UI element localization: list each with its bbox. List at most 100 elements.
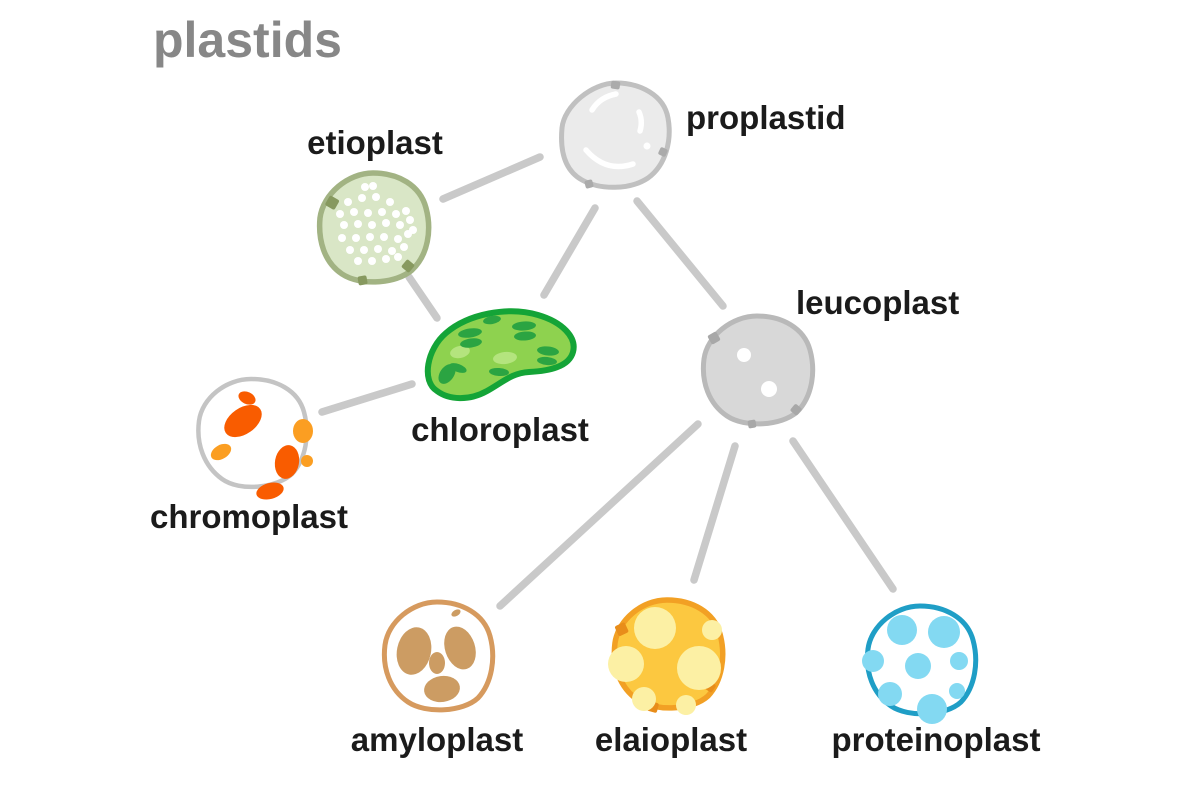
etioplast-dot	[354, 257, 362, 265]
proplastid-rim-notch	[610, 80, 621, 90]
edge-leucoplast-amyloplast	[496, 420, 702, 610]
etioplast-dot	[364, 209, 372, 217]
proplastid-highlight	[589, 91, 619, 113]
proplastid-highlight	[583, 147, 636, 170]
proteinoplast-protein-body	[862, 650, 884, 672]
node-chromoplast: chromoplast	[150, 376, 348, 535]
proteinoplast-protein-body	[950, 652, 968, 670]
etioplast-dot	[350, 208, 358, 216]
chromoplast-pigment-blob	[256, 482, 284, 500]
leucoplast-rim-notch	[707, 331, 721, 345]
proplastid-rim-notch	[584, 179, 594, 189]
elaioplast-oil-droplet	[677, 646, 721, 690]
etioplast-rim-notch	[325, 195, 339, 210]
leucoplast-rim-notch	[790, 404, 802, 416]
node-leucoplast: leucoplast	[700, 284, 959, 429]
etioplast-dot	[346, 246, 354, 254]
etioplast-dot	[340, 221, 348, 229]
amyloplast-starch-grain	[396, 627, 432, 675]
proteinoplast-protein-body	[878, 682, 902, 706]
etioplast-dot	[366, 233, 374, 241]
chloroplast-granum	[460, 338, 482, 348]
node-proteinoplast: proteinoplast	[831, 603, 1041, 758]
leucoplast-body	[700, 313, 816, 427]
edge-leucoplast-proteinoplast	[789, 437, 897, 593]
leucoplast-dot	[737, 348, 751, 362]
etioplast-dot	[361, 183, 369, 191]
etioplast-dot	[386, 198, 394, 206]
chloroplast-granum	[512, 321, 536, 331]
chromoplast-pigment-blob	[293, 419, 313, 443]
proplastid-label: proplastid	[686, 99, 846, 136]
chromoplast-pigment-blob	[210, 443, 232, 461]
node-proplastid: proplastid	[559, 80, 846, 190]
edge-etioplast-chloroplast	[405, 273, 441, 322]
etioplast-dot	[378, 208, 386, 216]
node-chloroplast: chloroplast	[411, 308, 589, 448]
etioplast-dot	[354, 220, 362, 228]
etioplast-dot	[372, 193, 380, 201]
proplastid-rim-notch	[658, 147, 668, 157]
chromoplast-pigment-blob	[224, 404, 262, 438]
edge-proplastid-leucoplast	[633, 197, 727, 310]
proplastid-body	[559, 80, 672, 190]
proteinoplast-label: proteinoplast	[831, 721, 1040, 758]
elaioplast-label: elaioplast	[595, 721, 747, 758]
amyloplast-starch-grain	[429, 652, 445, 674]
etioplast-prolamellar-dots	[336, 182, 417, 265]
leucoplast-rim-notch	[747, 419, 757, 429]
etioplast-dot	[382, 219, 390, 227]
proplastid-highlight-dot	[643, 142, 651, 150]
etioplast-dot	[344, 198, 352, 206]
etioplast-dot	[368, 257, 376, 265]
elaioplast-rim-notch	[615, 622, 629, 636]
leucoplast-label: leucoplast	[796, 284, 959, 321]
elaioplast-oil-droplet	[702, 620, 722, 640]
chromoplast-pigment-blob	[238, 391, 256, 405]
etioplast-dot	[382, 255, 390, 263]
proteinoplast-protein-body	[905, 653, 931, 679]
chromoplast-pigment-blob	[301, 455, 313, 467]
edge-leucoplast-elaioplast	[690, 442, 739, 584]
elaioplast-oil-droplet	[634, 607, 676, 649]
proteinoplast-protein-body	[917, 694, 947, 724]
proteinoplast-protein-body	[887, 615, 917, 645]
etioplast-dot	[360, 246, 368, 254]
etioplast-dot	[394, 253, 402, 261]
etioplast-dot	[392, 210, 400, 218]
etioplast-dot	[358, 194, 366, 202]
etioplast-dot	[406, 216, 414, 224]
elaioplast-oil-droplet	[676, 695, 696, 715]
etioplast-dot	[400, 243, 408, 251]
proteinoplast-protein-body	[949, 683, 965, 699]
etioplast-dot	[396, 221, 404, 229]
leucoplast-dot	[761, 381, 777, 397]
chloroplast-granum	[483, 315, 501, 325]
etioplast-dot	[394, 235, 402, 243]
etioplast-dot	[368, 221, 376, 229]
etioplast-dot	[402, 207, 410, 215]
etioplast-dot	[336, 210, 344, 218]
chloroplast-granum	[438, 364, 456, 384]
chloroplast-stroma-patch	[493, 351, 517, 365]
etioplast-label: etioplast	[307, 124, 443, 161]
chromoplast-pigment-blob	[274, 445, 300, 479]
node-etioplast: etioplast	[307, 124, 443, 286]
chloroplast-granum	[489, 367, 509, 377]
edge-proplastid-etioplast	[439, 153, 544, 203]
etioplast-dot	[409, 226, 417, 234]
etioplast-rim-notch	[357, 275, 368, 286]
chromoplast-label: chromoplast	[150, 498, 348, 535]
chloroplast-granum	[458, 328, 482, 338]
chloroplast-label: chloroplast	[411, 411, 589, 448]
amyloplast-starch-grain	[451, 609, 461, 617]
amyloplast-starch-grain	[444, 626, 476, 670]
etioplast-dot	[352, 234, 360, 242]
etioplast-dot	[388, 247, 396, 255]
edge-proplastid-chloroplast	[540, 204, 599, 299]
chloroplast-granum	[537, 356, 557, 366]
etioplast-rim-notch	[401, 259, 415, 273]
etioplast-dot	[374, 245, 382, 253]
